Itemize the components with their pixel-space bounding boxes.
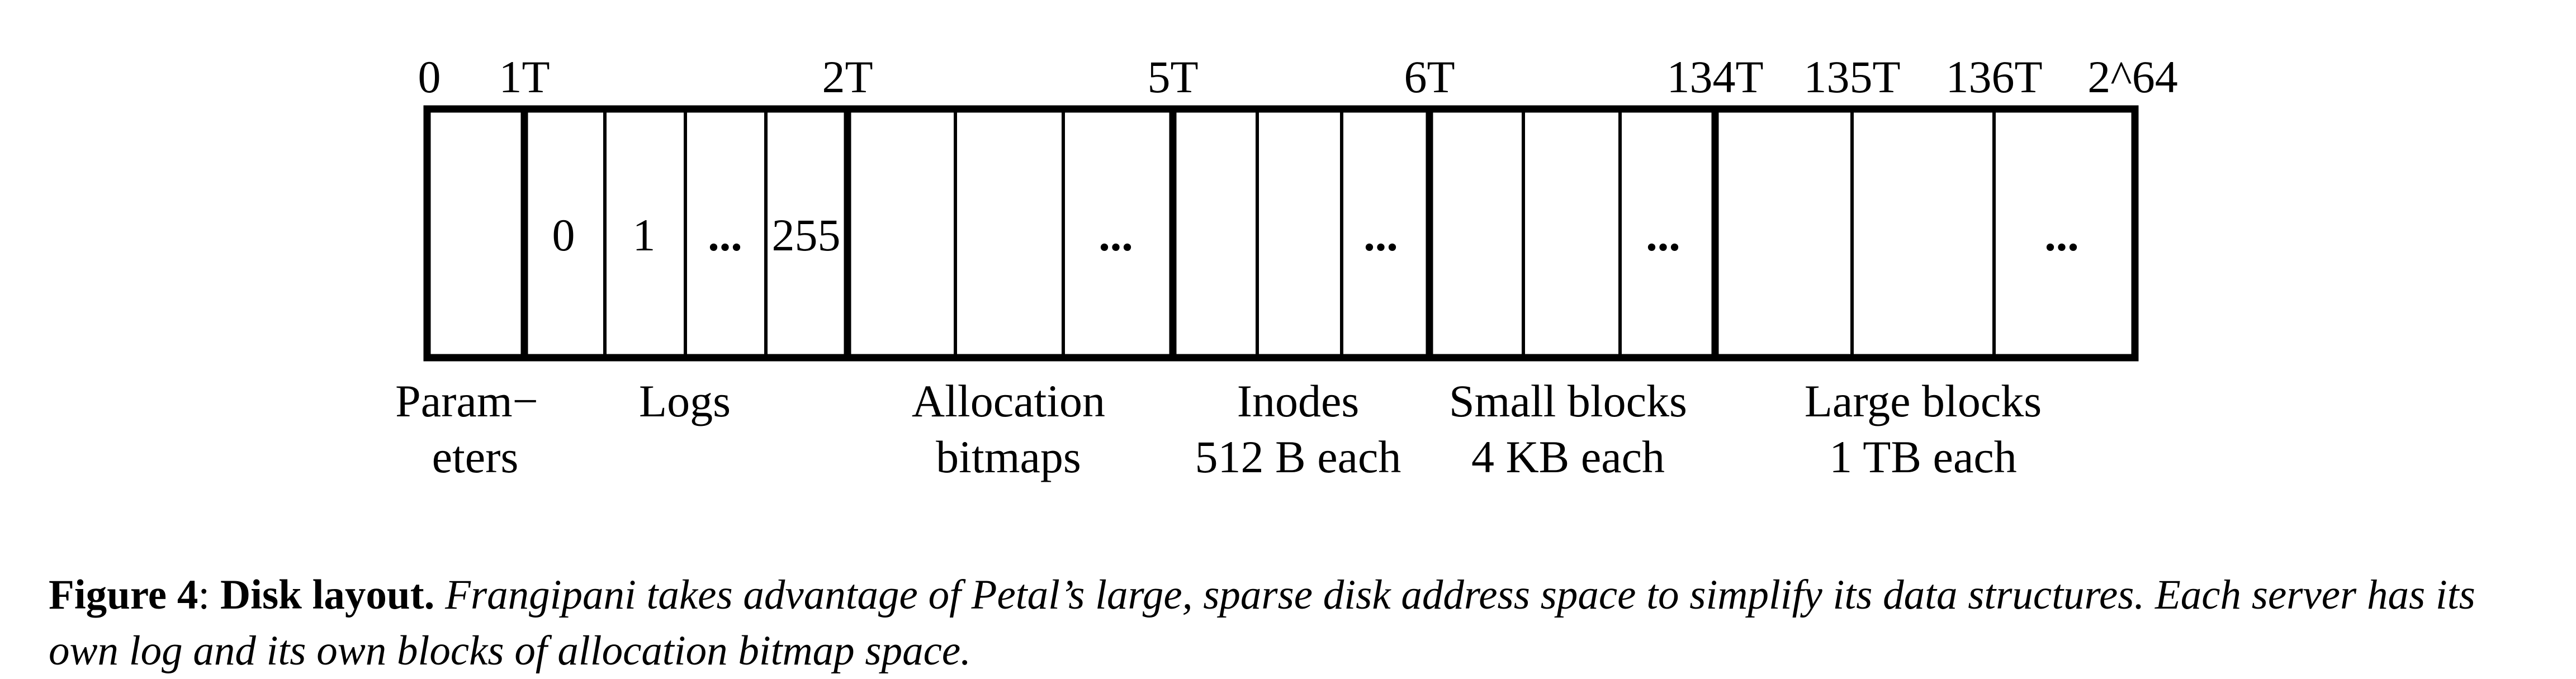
region-label-bitmaps-line2: bitmaps xyxy=(936,431,1081,482)
caption-text: Frangipani takes advantage of Petal’s la… xyxy=(49,572,2475,674)
region-label-parameters-line1: Param− xyxy=(395,376,538,426)
small-block-cell-ellipsis: ... xyxy=(1646,210,1680,260)
boundary-label-2t: 2T xyxy=(822,51,873,102)
boundary-label-134t: 134T xyxy=(1666,51,1763,102)
large-block-cell-ellipsis: ... xyxy=(2044,210,2079,260)
region-label-inodes-line1: Inodes xyxy=(1237,376,1360,426)
boundary-label-135t: 135T xyxy=(1803,51,1900,102)
region-dividers xyxy=(520,109,1996,358)
figure-caption: Figure 4: Disk layout. Frangipani takes … xyxy=(49,567,2547,679)
figure-title: Disk layout. xyxy=(220,572,435,618)
boundary-label-5t: 5T xyxy=(1147,51,1198,102)
boundary-label-6t: 6T xyxy=(1404,51,1455,102)
region-label-parameters-line2: eters xyxy=(432,431,519,482)
region-label-inodes-line2: 512 B each xyxy=(1195,431,1401,482)
boundary-label-0: 0 xyxy=(418,51,441,102)
region-label-small-blocks-line1: Small blocks xyxy=(1449,376,1687,426)
boundary-label-1t: 1T xyxy=(499,51,550,102)
bitmap-cell-ellipsis: ... xyxy=(1098,210,1133,260)
log-cell-ellipsis: ... xyxy=(708,210,742,260)
log-cell-label-1: 1 xyxy=(633,210,656,260)
log-cell-label-0: 0 xyxy=(552,210,575,260)
caption-separator: : xyxy=(198,572,210,618)
region-label-large-blocks-line1: Large blocks xyxy=(1805,376,2042,426)
log-cell-label-255: 255 xyxy=(772,210,841,260)
region-label-small-blocks-line2: 4 KB each xyxy=(1471,431,1665,482)
disk-outline xyxy=(423,105,2139,362)
region-label-bitmaps-line1: Allocation xyxy=(912,376,1105,426)
boundary-label-136t: 136T xyxy=(1945,51,2042,102)
boundary-label-2pow64: 2^64 xyxy=(2087,51,2177,102)
figure-label: Figure 4 xyxy=(49,572,198,618)
region-label-logs: Logs xyxy=(639,376,731,426)
disk-layout-diagram: 0 1T 2T 5T 6T 134T 135T 136T 2^64 0 1 ..… xyxy=(395,51,2178,482)
region-label-large-blocks-line2: 1 TB each xyxy=(1829,431,2017,482)
inode-cell-ellipsis: ... xyxy=(1363,210,1398,260)
